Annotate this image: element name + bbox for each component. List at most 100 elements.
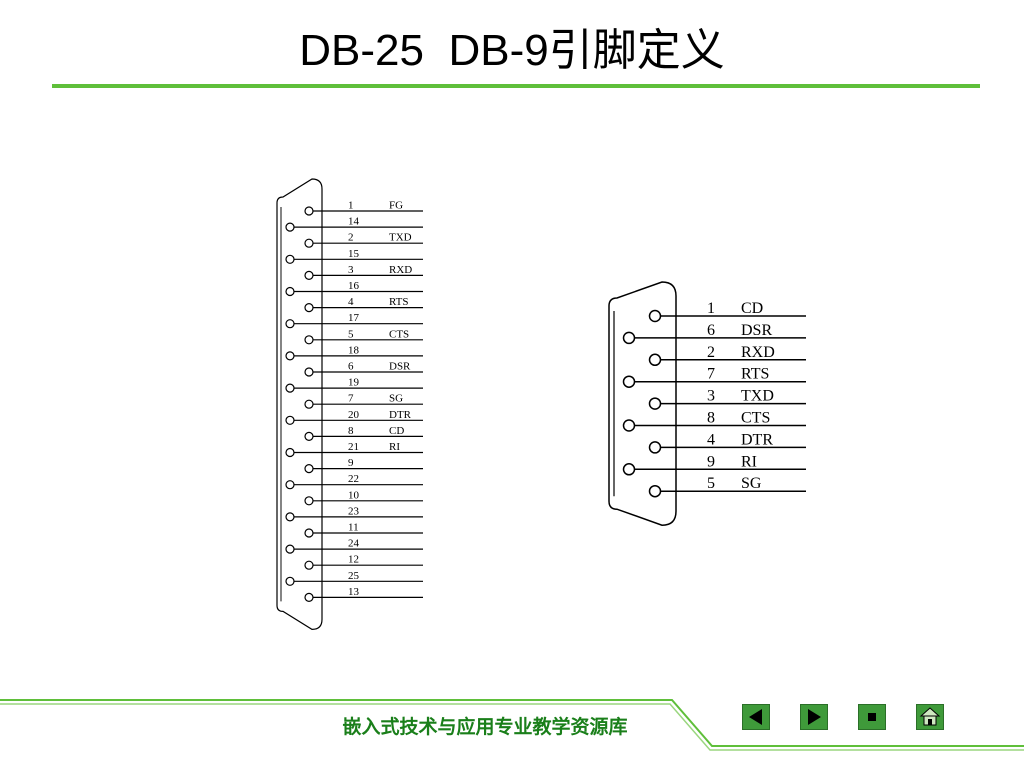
db25-pin-4-hole [304,303,314,313]
db25-pin-3-signal: RXD [389,264,412,276]
db25-pin-23-number: 23 [348,505,360,517]
db25-pin-6-number: 6 [348,361,354,373]
db25-pin-5-number: 5 [348,328,354,340]
square-icon [868,713,876,721]
db9-pin-9-signal: RI [741,453,757,470]
db25-pin-25-hole [285,576,295,586]
db25-pin-15-hole [285,254,295,264]
db25-pin-20-signal: DTR [389,409,412,421]
db9-pin-4-signal: DTR [741,431,773,448]
db25-pin-11-hole [304,528,314,538]
db9-pin-3-hole [648,397,662,410]
db25-pin-16-number: 16 [348,280,360,292]
db9-pin-5-number: 5 [707,475,715,492]
db25-pin-20-number: 20 [348,409,360,421]
db25-pin-21-number: 21 [348,441,359,453]
db25-pin-23-hole [285,512,295,522]
db9-pin-4-number: 4 [707,431,715,448]
db9-pin-9-hole [622,463,636,476]
db25-pin-25-number: 25 [348,570,360,582]
db9-pin-2-signal: RXD [741,344,775,361]
title-divider [52,84,980,88]
db9-pin-8-signal: CTS [741,410,770,427]
db25-pin-19-hole [285,383,295,393]
db25-pin-4-number: 4 [348,296,354,308]
db25-pin-18-hole [285,351,295,361]
db9-pin-7-number: 7 [707,366,715,383]
db9-shell [608,281,677,526]
db25-shell [276,178,323,631]
stop-button[interactable] [858,704,886,730]
db9-pin-2-number: 2 [707,344,715,361]
db25-pin-24-number: 24 [348,538,360,550]
db9-pin-9-number: 9 [707,453,715,470]
db9-pin-6-hole [622,331,636,345]
db25-pin-9-hole [304,464,314,474]
db25-pin-1-number: 1 [348,200,354,212]
db25-pin-14-number: 14 [348,216,360,228]
db9-pin-5-hole [648,484,662,498]
db25-pin-18-number: 18 [348,344,360,356]
db9-pin-8-number: 8 [707,410,715,427]
db9-pin-3-number: 3 [707,388,715,405]
db25-pin-21-signal: RI [389,441,400,453]
db25-pin-7-number: 7 [348,393,354,405]
home-button[interactable] [916,704,944,730]
db25-pin-2-number: 2 [348,232,354,244]
db25-pin-8-hole [304,431,314,441]
db9-pin-5-signal: SG [741,475,762,492]
db25-pin-1-hole [304,206,314,216]
triangle-left-icon [749,709,762,725]
db9-pin-7-signal: RTS [741,366,769,383]
db9-pin-2-hole [648,353,662,367]
db9-pin-3-signal: TXD [741,388,774,405]
db25-pin-13-number: 13 [348,586,360,598]
footer-decoration [0,699,1024,751]
db25-pin-15-number: 15 [348,248,360,260]
db25-pin-4-signal: RTS [389,296,409,308]
db25-pin-9-number: 9 [348,457,354,469]
db25-pin-22-hole [285,480,295,490]
db25-pin-19-number: 19 [348,377,360,389]
db25-pin-12-number: 12 [348,554,359,566]
db25-pin-2-signal: TXD [389,232,412,244]
db25-pin-16-hole [285,286,295,297]
db25-pin-17-hole [285,319,295,329]
db25-pin-3-hole [304,270,314,280]
db25-pin-10-hole [304,496,314,506]
db9-pin-1-number: 1 [707,300,715,317]
previous-button[interactable] [742,704,770,730]
db25-pin-21-hole [285,447,295,458]
db25-pin-6-hole [304,367,314,377]
db25-connector: 1 FG 14 2 TXD 15 3 RXD 16 4 RTS 17 5 CTS 18 6 DSR 19 7 SG 20… [276,178,423,631]
db25-pin-22-number: 22 [348,473,359,485]
db25-pin-7-signal: SG [389,393,403,405]
db9-pin-8-hole [622,419,636,432]
db25-pin-3-number: 3 [348,264,354,276]
db25-pin-7-hole [304,399,314,409]
db25-pin-2-hole [304,238,314,248]
db25-pin-1-signal: FG [389,200,403,212]
db25-pin-5-signal: CTS [389,328,409,340]
triangle-right-icon [808,709,821,725]
db25-pin-11-number: 11 [348,522,359,534]
db9-pin-1-hole [648,309,662,323]
db25-pin-17-number: 17 [348,312,360,324]
next-button[interactable] [800,704,828,730]
db25-pin-5-hole [304,335,314,345]
db25-pin-14-hole [285,222,295,232]
db25-pin-6-signal: DSR [389,361,411,373]
db9-pin-6-signal: DSR [741,322,772,339]
db25-pin-13-hole [304,592,314,603]
footer-text: 嵌入式技术与应用专业教学资源库 [342,716,628,738]
db25-pin-24-hole [285,544,295,554]
db25-pin-20-hole [285,415,295,425]
db25-pin-10-number: 10 [348,489,360,501]
page-title: DB-25 DB-9引脚定义 [299,26,725,75]
db9-pin-7-hole [622,375,636,388]
db25-pin-8-signal: CD [389,425,404,437]
house-icon [919,707,941,726]
db9-pin-4-hole [648,441,662,454]
